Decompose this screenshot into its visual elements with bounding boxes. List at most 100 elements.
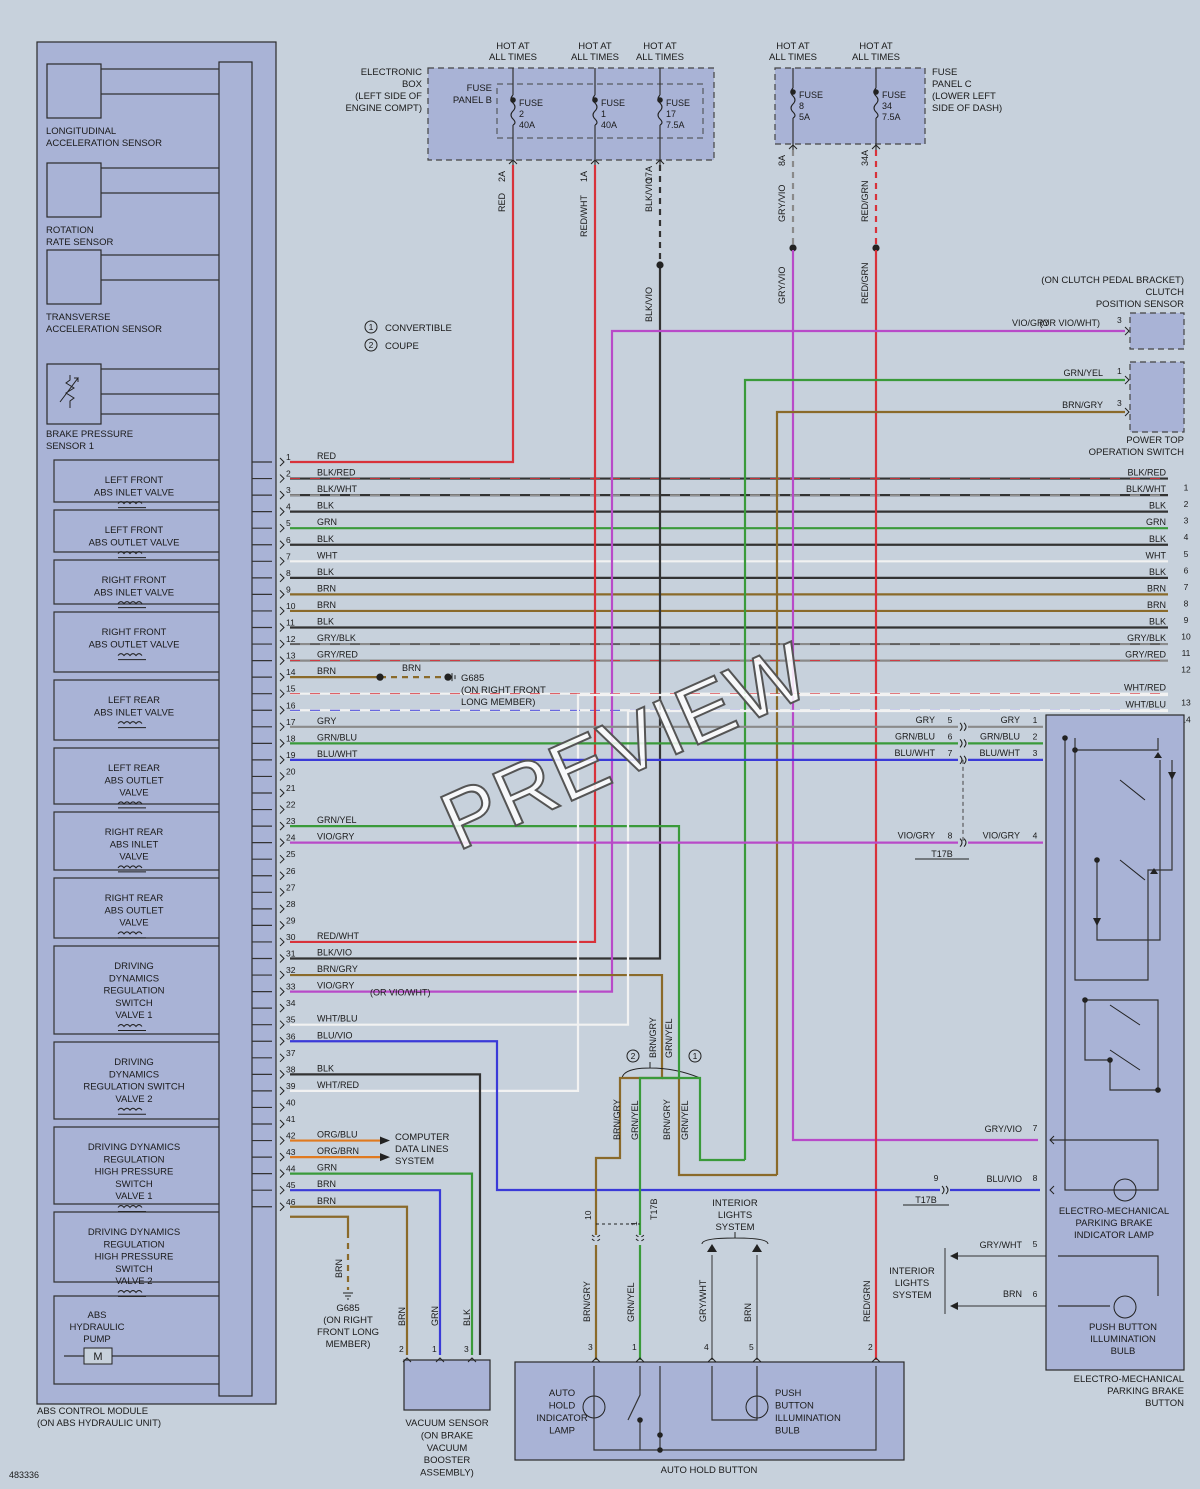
pin-28-number: 28	[286, 899, 296, 909]
pin-20-connector-icon	[279, 772, 285, 781]
bus-wire-12-label: GRY/RED	[1125, 650, 1166, 660]
valve-1-circuit	[53, 509, 219, 553]
pin-10-number: 10	[286, 601, 296, 611]
fuse-panel-c-label: SIDE OF DASH)	[932, 103, 1002, 114]
pin-46-wire-label: BRN	[317, 1196, 336, 1206]
fuse-c-1-wire-top-label: RED/GRN	[860, 180, 870, 222]
wire-grn-yel-convertible	[679, 1076, 745, 1162]
pin-1-number: 1	[286, 452, 291, 462]
legend-1-icon: 1	[369, 322, 374, 332]
pin-37-connector-icon	[279, 1053, 285, 1063]
pin-32-connector-icon	[279, 970, 285, 980]
pin-12-number: 12	[286, 634, 296, 644]
bus-wire-8-label: BRN	[1147, 583, 1166, 593]
pin-44-number: 44	[286, 1164, 296, 1174]
vacuum-sensor-label: ASSEMBLY)	[420, 1468, 474, 1479]
bus-pin-5: 5	[1184, 549, 1189, 559]
epb-bulb-icon	[1113, 1295, 1137, 1319]
vacuum-pin-2-number: 2	[399, 1344, 404, 1354]
auto-hold-pin-4-wire-label: GRY/WHT	[698, 1279, 708, 1322]
valve-8-label: SWITCH	[115, 998, 153, 1009]
valve-8-label: DRIVING	[114, 961, 154, 972]
valve-10-label: REGULATION	[103, 1154, 164, 1165]
split-lower-brn-gry-2: BRN/GRY	[662, 1099, 672, 1140]
pin-46-connector-icon	[279, 1202, 285, 1212]
auto-hold-pin-4-number: 4	[704, 1342, 709, 1352]
split-brn-gry-label: BRN/GRY	[648, 1017, 658, 1058]
pin-1-wire-label: RED	[317, 451, 337, 461]
auto-hold-label: AUTO HOLD BUTTON	[661, 1465, 758, 1476]
sensor-2-leads	[101, 254, 219, 281]
epb-bulb-label: BULB	[1111, 1346, 1136, 1357]
clutch-wire-label: VIO/GRY	[1012, 318, 1049, 328]
pin-12-connector-icon	[279, 639, 285, 649]
pin-2-number: 2	[286, 469, 291, 479]
power-top-switch-box	[1129, 361, 1185, 433]
conn-row-1-wire-b-label: GRN/BLU	[980, 731, 1020, 741]
splice-dot	[657, 1447, 663, 1453]
wire-pin35-wht-blu	[290, 709, 1168, 1026]
splice-gry-vio	[789, 244, 797, 252]
valve-11-label: SWITCH	[115, 1264, 153, 1275]
conn-row-0-icon	[959, 722, 967, 732]
solenoid-coil-icon	[117, 653, 146, 661]
split-lower-grn-yel-2: GRN/YEL	[680, 1100, 690, 1140]
valve-8-label: REGULATION	[103, 986, 164, 997]
pin-2-wire-label: BLK/RED	[317, 468, 356, 478]
valve-10-label: HIGH PRESSURE	[95, 1167, 174, 1178]
pin-41-connector-icon	[279, 1119, 285, 1129]
computer-data-lines-label: SYSTEM	[395, 1156, 434, 1167]
auto-hold-pin-5-connector-icon	[752, 1357, 762, 1363]
bus-wire-1-label: BLK/RED	[1127, 468, 1166, 478]
wire-pin46-brn	[290, 1205, 409, 1355]
fuse-c-0-label: 5A	[799, 112, 810, 122]
pin-44-connector-icon	[279, 1169, 285, 1179]
fuse-c-1-label: 7.5A	[882, 112, 901, 122]
auto-hold-pin-5-number: 5	[749, 1342, 754, 1352]
pin-11-wire-label: BLK	[317, 617, 334, 627]
pin-32-wire-label: BRN/GRY	[317, 964, 358, 974]
wire-pin1-red	[290, 165, 515, 464]
pin-18-connector-icon	[279, 738, 285, 748]
abs-module-label: ABS CONTROL MODULE	[37, 1406, 148, 1417]
abs-pump-label: ABS	[87, 1310, 106, 1321]
valve-10-circuit	[53, 1126, 219, 1205]
legend-1-icon-circle	[364, 320, 378, 334]
splice-dot	[637, 1417, 643, 1423]
valve-0-label: ABS INLET VALVE	[94, 487, 174, 498]
fuse-c-1-label: 34	[882, 101, 892, 111]
solenoid-coil-icon	[117, 501, 146, 509]
bus-wire-14-label: WHT/BLU	[1126, 699, 1167, 709]
conn-row-2-icon	[959, 755, 967, 765]
auto-hold-button-box	[514, 1361, 905, 1461]
fuse-panel-c-label: (LOWER LEFT	[932, 91, 996, 102]
pin-19-connector-icon	[279, 755, 285, 765]
valve-8-circuit	[53, 945, 219, 1035]
t17b-upper-label: T17B	[931, 849, 953, 859]
pin-17-wire-label: GRY	[317, 716, 336, 726]
g685-lower-wire-label: BRN	[334, 1259, 344, 1278]
vacuum-pin-1-wire-label: GRN	[430, 1306, 440, 1326]
pin-29-connector-icon	[279, 921, 285, 930]
wire-grn-yel-coupe	[638, 1070, 681, 1235]
pin-14-number: 14	[286, 667, 296, 677]
fuse-c-1-wire-label: RED/GRN	[860, 262, 870, 304]
pin-4-connector-icon	[279, 507, 285, 517]
fuse-b-1-hot-label: ALL TIMES	[571, 52, 619, 63]
fuse-b-1-label: 1	[601, 109, 606, 119]
conn-row-2-pin-b: 3	[1033, 748, 1038, 758]
epb-node-dot	[1062, 735, 1068, 741]
ground-icon	[451, 673, 456, 682]
pin-40-number: 40	[286, 1097, 296, 1107]
bus-pin-8: 8	[1184, 598, 1189, 608]
fuse-b-2-label: 17	[666, 109, 676, 119]
pin-7-number: 7	[286, 551, 291, 561]
valve-7-label: ABS OUTLET	[104, 905, 163, 916]
g685-lower-label: FRONT LONG	[317, 1327, 379, 1338]
auto-hold-pin-2-connector-icon	[871, 1357, 881, 1363]
pin-15-connector-icon	[279, 689, 285, 699]
conn-row-1-pin-b: 2	[1033, 731, 1038, 741]
valve-8-label: DYNAMICS	[109, 973, 159, 984]
valve-1-label: ABS OUTLET VALVE	[89, 537, 180, 548]
pin-5-wire-label: GRN	[317, 517, 337, 527]
